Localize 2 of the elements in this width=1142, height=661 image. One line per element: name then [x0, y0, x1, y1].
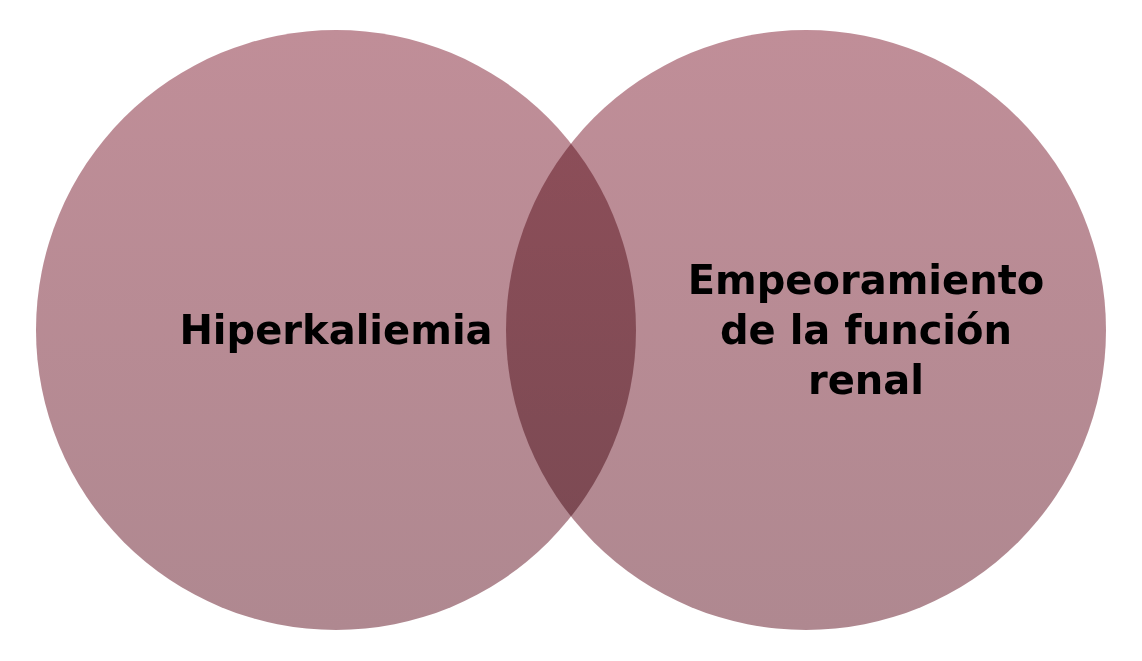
circle-label: Hiperkaliemia	[178, 306, 494, 355]
circle-label: Empeoramiento de la función renal	[686, 256, 1046, 405]
